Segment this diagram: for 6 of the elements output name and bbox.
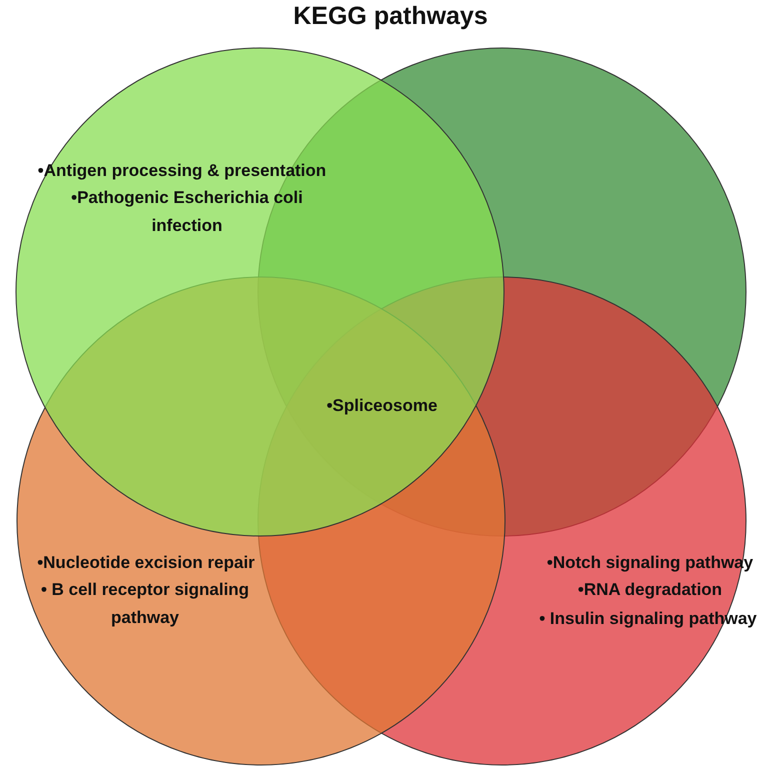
pathway-list-item: •Spliceosome xyxy=(326,395,438,417)
pathway-list-item: •Nucleotide excision repair xyxy=(36,552,256,574)
pathway-list-item: •RNA degradation xyxy=(576,579,724,601)
diagram-title: KEGG pathways xyxy=(292,2,489,31)
pathway-list-item: •Pathogenic Escherichia coli infection xyxy=(70,187,304,237)
pathway-list-item: • B cell receptor signaling pathway xyxy=(40,579,250,629)
